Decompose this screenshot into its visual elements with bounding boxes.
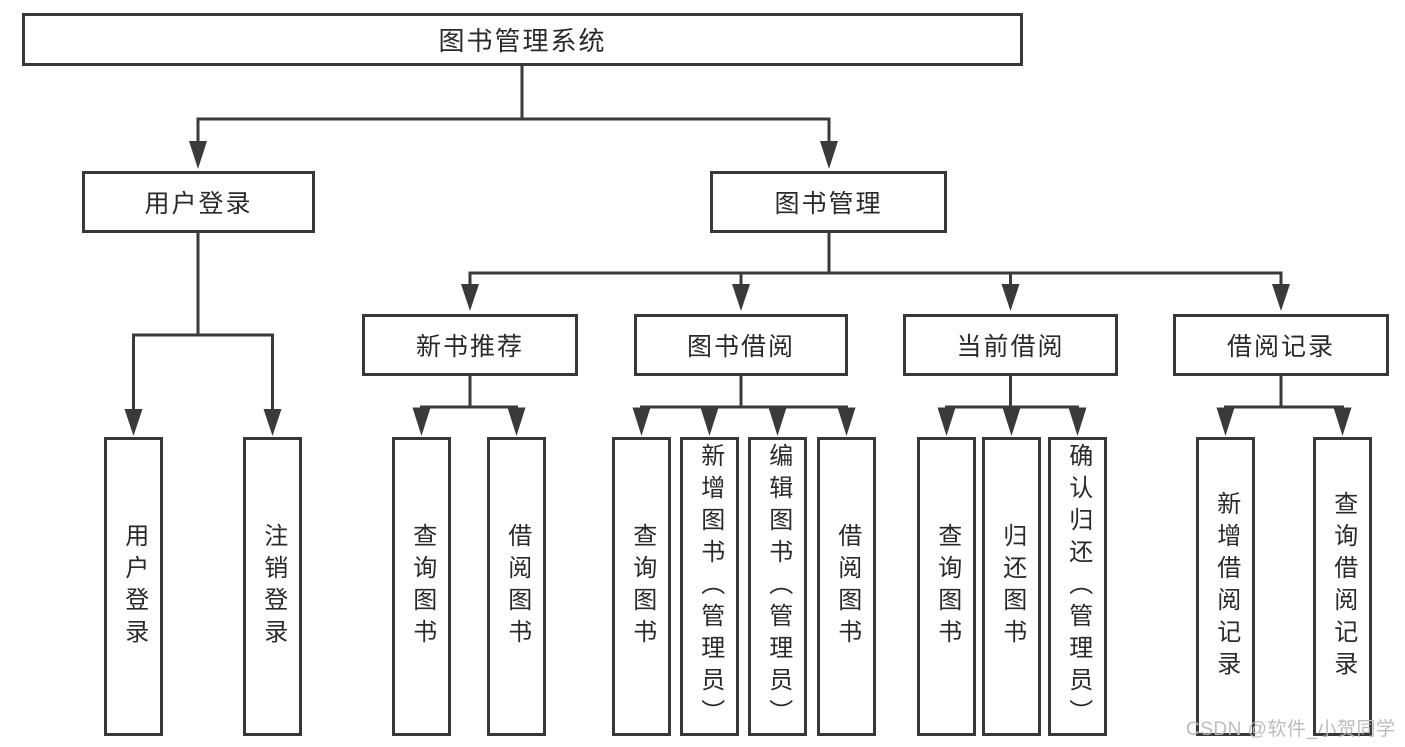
leaf-user-login: 用户登录: [104, 437, 163, 736]
node-borrow-records-label: 借阅记录: [1226, 333, 1335, 361]
connector-current-borrow-children: [937, 376, 1087, 436]
node-book-management-label: 图书管理: [774, 190, 883, 218]
node-current-borrow: 当前借阅: [903, 314, 1118, 376]
leaf-borrow-books-recommend-label: 借阅图书: [503, 522, 531, 651]
leaf-borrow-books-borrow: 借阅图书: [817, 437, 876, 736]
node-new-book-recommend-label: 新书推荐: [415, 333, 524, 361]
leaf-return-books-label: 归还图书: [998, 522, 1026, 651]
leaf-query-books-current-label: 查询图书: [933, 522, 961, 651]
leaf-query-borrow-record: 查询借阅记录: [1313, 437, 1372, 736]
leaf-confirm-return-admin-label: 确认归还（管理员）: [1064, 442, 1092, 731]
leaf-query-books-current: 查询图书: [917, 437, 976, 736]
node-book-borrow-label: 图书借阅: [686, 333, 795, 361]
connector-book-borrow-children: [632, 376, 856, 436]
connector-user-login-children: [124, 233, 282, 436]
leaf-confirm-return-admin: 确认归还（管理员）: [1048, 437, 1107, 736]
leaf-add-borrow-record-label: 新增借阅记录: [1212, 490, 1240, 683]
leaf-edit-books-admin: 编辑图书（管理员）: [748, 437, 807, 736]
leaf-query-borrow-record-label: 查询借阅记录: [1329, 490, 1357, 683]
leaf-borrow-books-recommend: 借阅图书: [487, 437, 546, 736]
connector-root-to-level2: [189, 66, 838, 169]
connector-borrow-records-children: [1216, 376, 1352, 436]
leaf-add-books-admin: 新增图书（管理员）: [680, 437, 739, 736]
node-current-borrow-label: 当前借阅: [956, 333, 1065, 361]
leaf-query-books-borrow: 查询图书: [612, 437, 671, 736]
connector-book-management-children: [461, 233, 1290, 311]
leaf-query-books-recommend-label: 查询图书: [408, 522, 436, 651]
leaf-edit-books-admin-label: 编辑图书（管理员）: [764, 442, 792, 731]
leaf-add-borrow-record: 新增借阅记录: [1196, 437, 1255, 736]
leaf-logout-label: 注销登录: [259, 522, 287, 651]
node-root: 图书管理系统: [22, 13, 1023, 66]
node-root-label: 图书管理系统: [438, 26, 607, 56]
leaf-query-books-borrow-label: 查询图书: [628, 522, 656, 651]
leaf-borrow-books-borrow-label: 借阅图书: [833, 522, 861, 651]
node-borrow-records: 借阅记录: [1173, 314, 1389, 376]
connector-new-book-recommend-children: [412, 376, 526, 436]
node-book-borrow: 图书借阅: [634, 314, 848, 376]
node-user-login: 用户登录: [82, 171, 315, 233]
leaf-add-books-admin-label: 新增图书（管理员）: [696, 442, 724, 731]
node-new-book-recommend: 新书推荐: [362, 314, 578, 376]
node-book-management: 图书管理: [710, 171, 947, 233]
leaf-return-books: 归还图书: [982, 437, 1041, 736]
csdn-watermark: CSDN @软件_小贺同学: [1186, 719, 1396, 740]
leaf-user-login-label: 用户登录: [120, 522, 148, 651]
leaf-logout: 注销登录: [243, 437, 302, 736]
leaf-query-books-recommend: 查询图书: [392, 437, 451, 736]
node-user-login-label: 用户登录: [144, 190, 253, 218]
